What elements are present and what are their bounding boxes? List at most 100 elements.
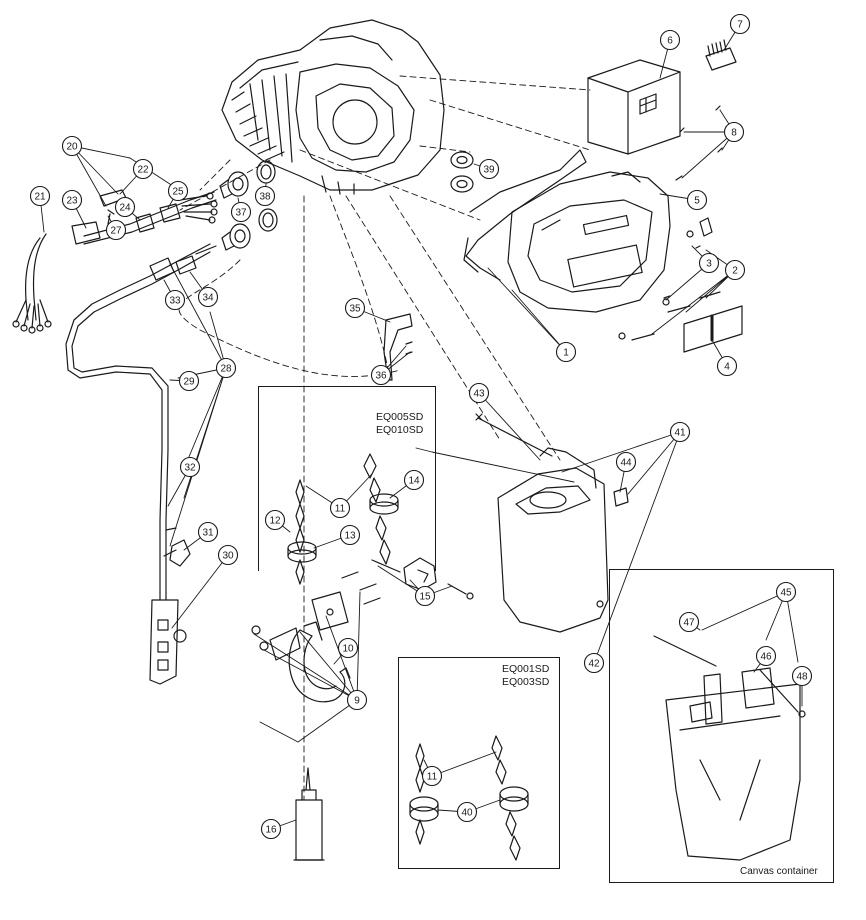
callout-number-33: 33 [169,296,181,307]
callout-circle-11 [329,497,351,519]
callout-circle-15 [414,585,436,607]
callout-number-30: 30 [222,551,234,562]
callout-circle-7 [729,13,751,35]
callout-number-10: 10 [342,644,354,655]
callout-circle-30 [217,544,239,566]
callout-circle-47 [678,611,700,633]
callout-circle-44 [615,451,637,473]
callout-number-34: 34 [202,293,214,304]
callout-number-27: 27 [110,226,122,237]
callout-number-25: 25 [172,187,184,198]
callout-number-29: 29 [183,377,195,388]
callout-number-6: 6 [667,36,673,47]
grommet-part [219,160,278,251]
callout-circle-22 [132,158,154,180]
callout-circle-24 [114,196,136,218]
callout-circle-10 [337,637,359,659]
callout-number-38: 38 [259,192,271,203]
load-chain-part [287,453,399,585]
callout-number-11: 11 [335,504,346,515]
callout-circle-38 [254,185,276,207]
callout-number-1: 1 [563,348,569,359]
callout-circle-9 [346,689,368,711]
callout-number-7: 7 [737,20,743,31]
callout-circle-39 [478,158,500,180]
panel-canvas-container [609,569,834,883]
callout-circle-8 [723,121,745,143]
callout-circle-28 [215,357,237,379]
callout-circle-2 [724,259,746,281]
panel-model-label-2: EQ010SD [376,424,424,436]
callout-circle-36 [370,364,392,386]
callout-circle-3 [698,252,720,274]
callout-circle-29 [178,370,200,392]
callout-number-36: 36 [375,371,387,382]
callout-number-4: 4 [724,362,730,373]
callout-number-40: 40 [461,808,473,819]
callout-circle-41 [669,421,691,443]
screws-part [618,105,723,341]
callout-number-41: 41 [674,428,686,439]
callout-circle-23 [61,189,83,211]
control-box-part [587,39,737,155]
panel-model-label-3: EQ001SD [502,663,550,675]
callout-number-35: 35 [349,304,361,315]
callout-number-48: 48 [796,672,808,683]
power-cable-part [12,189,218,334]
hoist-body-part [221,19,445,195]
callout-number-15: 15 [419,592,431,603]
callout-number-22: 22 [137,165,149,176]
callout-circle-35 [344,297,366,319]
callout-number-46: 46 [760,652,772,663]
callout-number-3: 3 [706,259,712,270]
callout-circle-4 [716,355,738,377]
callout-number-37: 37 [235,208,247,219]
callout-circle-31 [197,521,219,543]
callout-number-24: 24 [119,203,131,214]
callout-circle-46 [755,645,777,667]
callout-circle-37 [230,201,252,223]
callout-circle-33 [164,289,186,311]
callout-circle-1 [555,341,577,363]
callout-circle-45 [775,581,797,603]
callout-number-14: 14 [408,476,420,487]
callout-number-28: 28 [220,364,232,375]
hook-part [251,571,381,703]
callout-circle-25 [167,180,189,202]
panel-eq005sd-eq010sd [258,386,436,571]
dashed-guide-lines [178,75,591,801]
callout-number-39: 39 [483,165,495,176]
lower-chain-part [409,735,529,861]
grease-tube-part [293,767,325,861]
pendant-switch-part [65,243,217,685]
callout-number-11: 11 [427,772,438,783]
panel-model-label-1: EQ005SD [376,411,424,423]
callout-circle-11 [421,765,443,787]
callout-number-43: 43 [473,389,485,400]
callout-number-32: 32 [184,463,196,474]
callout-circle-43 [468,382,490,404]
callout-circle-16 [260,818,282,840]
callout-circle-21 [29,185,51,207]
callout-number-16: 16 [265,825,277,836]
callout-circle-20 [61,135,83,157]
callout-number-44: 44 [620,458,632,469]
panel-model-label-4: EQ003SD [502,676,550,688]
callout-circle-13 [339,524,361,546]
callout-circle-5 [686,189,708,211]
callout-number-12: 12 [269,516,281,527]
callout-number-47: 47 [683,618,695,629]
washer-part [450,151,474,193]
callout-circle-14 [403,469,425,491]
callout-number-5: 5 [694,196,700,207]
callout-number-8: 8 [731,128,737,139]
callout-circle-40 [456,801,478,823]
callout-number-20: 20 [66,142,78,153]
callout-leader-lines [39,23,803,830]
callout-circle-42 [583,652,605,674]
callout-circle-12 [264,509,286,531]
callout-bubbles: 1234567891011121314151620212223242527282… [29,13,813,840]
callout-number-2: 2 [732,266,738,277]
